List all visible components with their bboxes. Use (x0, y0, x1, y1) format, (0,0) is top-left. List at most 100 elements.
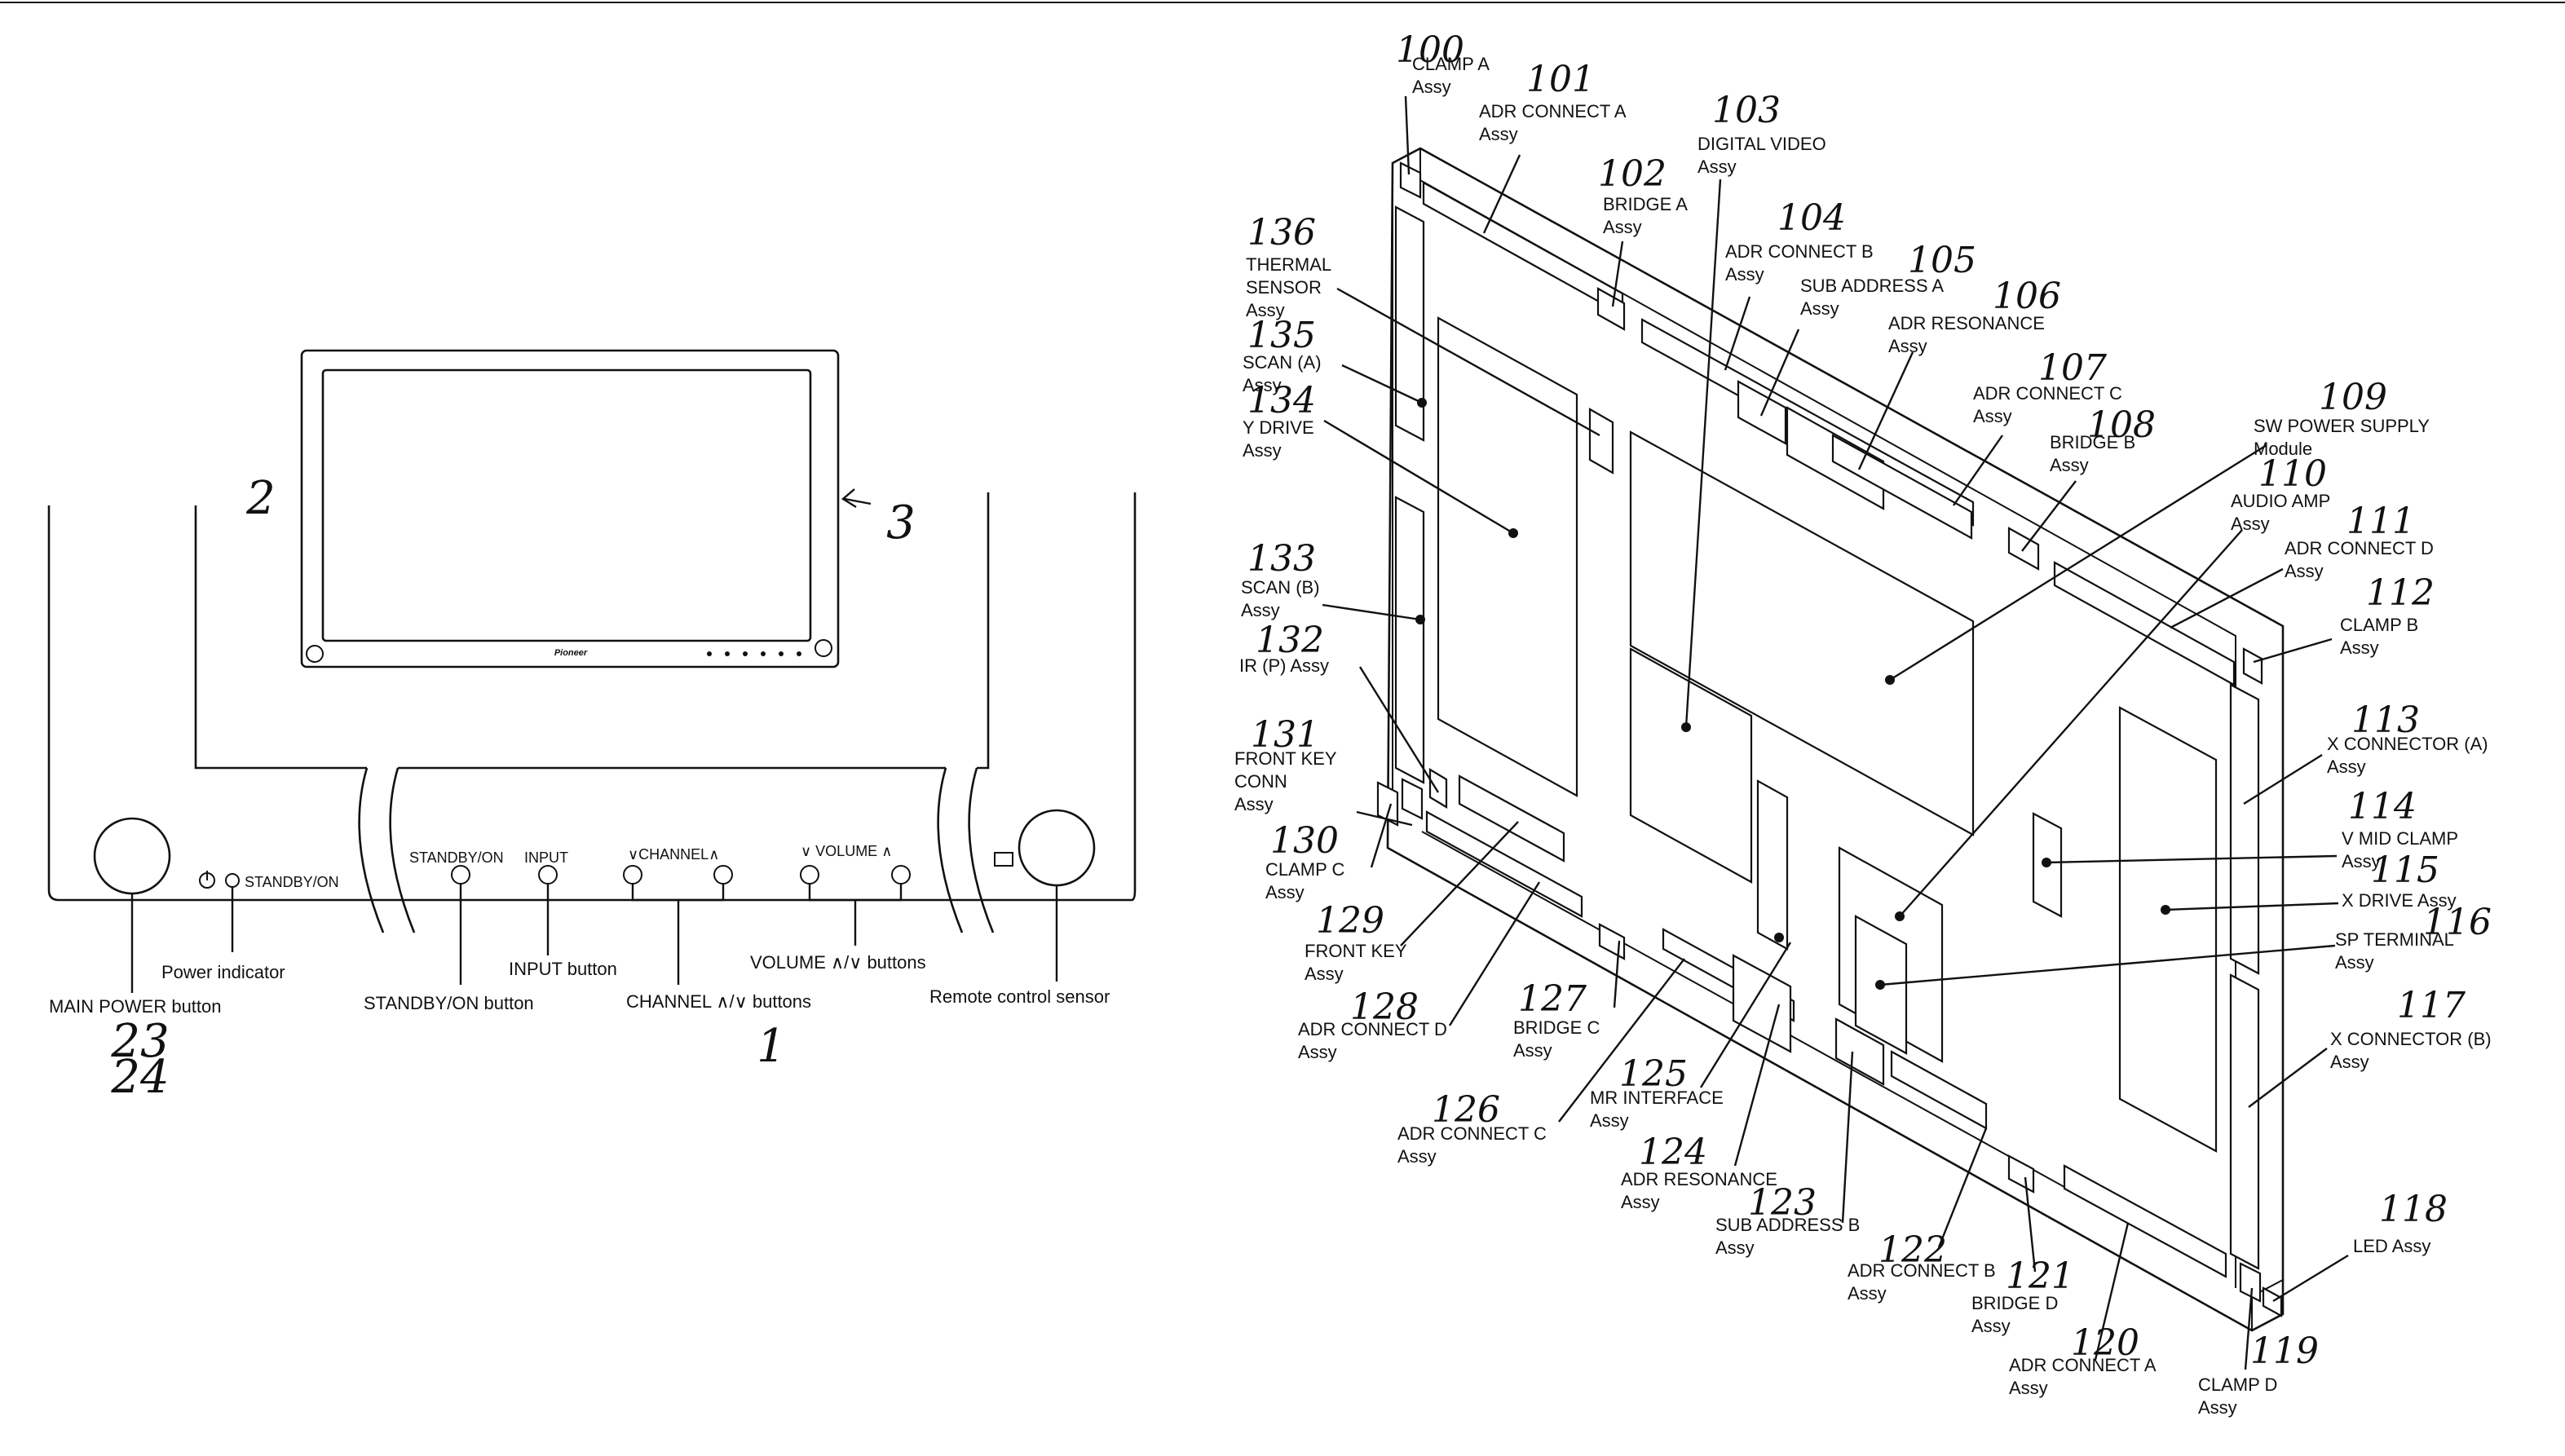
svg-text:109: 109 (2319, 377, 2387, 418)
volume-panel-label: ∨ VOLUME ∧ (801, 843, 892, 859)
svg-text:132: 132 (1256, 620, 1324, 661)
svg-text:IR (P) Assy: IR (P) Assy (1239, 655, 1329, 676)
svg-text:ADR CONNECT D: ADR CONNECT D (2285, 538, 2434, 558)
board-scan-a (1394, 205, 1425, 442)
svg-text:Module: Module (2254, 439, 2312, 459)
bezel-inner-right (977, 492, 990, 770)
svg-text:Assy: Assy (2342, 851, 2381, 871)
svg-text:Assy: Assy (2009, 1378, 2048, 1398)
part-label-114: 114 V MID CLAMP Assy (2342, 786, 2458, 871)
monitor-outer-frame (300, 349, 840, 668)
svg-text:Assy: Assy (2335, 952, 2374, 973)
svg-text:ADR CONNECT B: ADR CONNECT B (1848, 1260, 1996, 1281)
board-scan-b (1394, 496, 1425, 784)
svg-text:105: 105 (1908, 240, 1976, 281)
svg-text:115: 115 (2371, 849, 2439, 891)
svg-text:111: 111 (2346, 501, 2415, 542)
input-button[interactable] (538, 865, 558, 885)
svg-text:CLAMP B: CLAMP B (2340, 615, 2418, 635)
channel-up-button[interactable] (713, 865, 733, 885)
svg-text:CLAMP A: CLAMP A (1412, 54, 1490, 74)
board-clamp-a (1399, 161, 1422, 199)
part-label-132: 132 IR (P) Assy (1239, 620, 1329, 676)
part-label-121: 121 BRIDGE D Assy (1971, 1255, 2074, 1336)
svg-text:129: 129 (1316, 900, 1384, 942)
monitor-power-knob (306, 645, 324, 663)
part-label-109: 109 SW POWER SUPPLY Module (2254, 377, 2430, 459)
svg-text:Assy: Assy (1243, 440, 1282, 461)
svg-text:MR INTERFACE: MR INTERFACE (1590, 1088, 1724, 1108)
svg-text:Assy: Assy (2340, 638, 2379, 658)
part-label-113: 113 X CONNECTOR (A) Assy (2327, 699, 2488, 777)
standby-indicator-label: STANDBY/ON (245, 874, 339, 890)
board-adr-connect-a-bottom (2063, 1164, 2227, 1278)
figure-number-2: 2 (245, 472, 276, 525)
svg-text:102: 102 (1598, 153, 1667, 195)
board-clamp-c (1376, 781, 1399, 827)
svg-text:104: 104 (1777, 197, 1846, 239)
board-adr-resonance-bottom (1732, 954, 1792, 1053)
board-digital-video (1629, 647, 1753, 884)
volume-down-button[interactable] (800, 865, 819, 885)
board-mr-interface (1756, 779, 1789, 951)
svg-text:AUDIO AMP: AUDIO AMP (2231, 491, 2330, 511)
svg-text:FRONT KEY: FRONT KEY (1305, 941, 1407, 961)
svg-text:113: 113 (2351, 699, 2420, 741)
board-clamp-d (2239, 1262, 2262, 1303)
monitor-button-dots (707, 651, 801, 656)
svg-text:100: 100 (1396, 29, 1464, 71)
bezel-inner-left (194, 505, 367, 770)
main-power-button[interactable] (93, 817, 171, 895)
volume-up-button[interactable] (891, 865, 911, 885)
svg-text:Assy: Assy (1246, 300, 1285, 320)
part-label-136: 136 THERMAL SENSOR Assy (1246, 212, 1331, 320)
svg-text:BRIDGE B: BRIDGE B (2050, 432, 2135, 452)
input-button-label: INPUT button (509, 959, 617, 979)
part-label-118: 118 LED Assy (2353, 1189, 2448, 1256)
channel-down-button[interactable] (623, 865, 642, 885)
svg-text:128: 128 (1350, 986, 1419, 1028)
svg-text:Assy: Assy (1888, 336, 1927, 356)
board-sub-address-b (1834, 1017, 1885, 1086)
part-label-100: 100 CLAMP A Assy (1396, 29, 1490, 97)
svg-text:SENSOR: SENSOR (1246, 277, 1322, 298)
svg-text:Assy: Assy (2327, 757, 2366, 777)
svg-text:127: 127 (1518, 978, 1587, 1020)
svg-text:134: 134 (1247, 380, 1316, 421)
figure-number-3: 3 (886, 496, 916, 549)
standby-on-button-label: STANDBY/ON button (364, 993, 534, 1013)
svg-text:106: 106 (1993, 276, 2061, 317)
channel-buttons-label: CHANNEL ∧/∨ buttons (626, 991, 811, 1012)
remote-sensor-label: Remote control sensor (929, 986, 1110, 1007)
volume-buttons-label: VOLUME ∧/∨ buttons (750, 952, 926, 973)
figure-number-23: 23 (110, 1015, 169, 1068)
svg-text:126: 126 (1432, 1089, 1500, 1131)
svg-text:131: 131 (1251, 714, 1319, 756)
part-label-124: 124 ADR RESONANCE Assy (1621, 1132, 1777, 1212)
svg-text:Assy: Assy (1234, 794, 1274, 814)
svg-text:110: 110 (2258, 453, 2327, 495)
svg-text:SCAN (A): SCAN (A) (1243, 352, 1322, 373)
part-label-106: 106 ADR RESONANCE Assy (1888, 276, 2061, 356)
svg-text:X CONNECTOR (A): X CONNECTOR (A) (2327, 734, 2488, 754)
svg-text:Assy: Assy (1298, 1042, 1337, 1062)
board-adr-connect-d-top (2053, 561, 2236, 686)
rear-leader-dots (1415, 398, 2170, 990)
svg-text:Assy: Assy (1243, 375, 1282, 395)
part-label-126: 126 ADR CONNECT C Assy (1397, 1089, 1547, 1167)
svg-text:124: 124 (1639, 1132, 1707, 1173)
svg-text:Assy: Assy (1412, 77, 1451, 97)
part-label-134: 134 Y DRIVE Assy (1243, 380, 1316, 461)
board-adr-connect-d-bottom (1425, 810, 1583, 918)
svg-text:ADR CONNECT D: ADR CONNECT D (1298, 1019, 1447, 1039)
part-label-104: 104 ADR CONNECT B Assy (1725, 197, 1874, 285)
part-label-112: 112 CLAMP B Assy (2340, 572, 2435, 658)
svg-text:122: 122 (1878, 1229, 1947, 1271)
svg-text:SUB ADDRESS A: SUB ADDRESS A (1800, 276, 1944, 296)
svg-text:107: 107 (2038, 347, 2107, 389)
standby-on-button[interactable] (451, 865, 470, 885)
part-label-131: 131 FRONT KEY CONN Assy (1234, 714, 1337, 814)
svg-text:SUB ADDRESS B: SUB ADDRESS B (1715, 1215, 1860, 1235)
svg-text:Assy: Assy (2198, 1397, 2237, 1418)
main-power-label: MAIN POWER button (49, 996, 222, 1017)
